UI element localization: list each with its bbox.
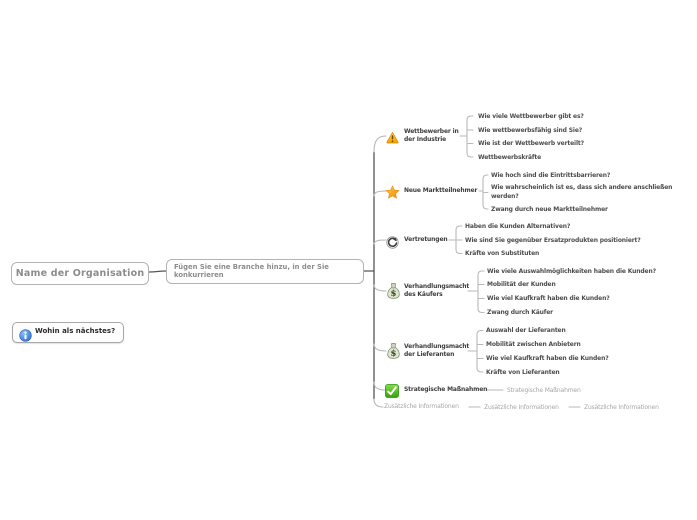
moneybag-icon[interactable]: $ — [387, 343, 400, 363]
child-topic[interactable]: Wie viele Wettbewerber gibt es? — [478, 112, 584, 120]
child-topic[interactable]: Wie viel Kaufkraft haben die Kunden? — [487, 295, 610, 302]
child-topic[interactable]: Wie ist der Wettbewerb verteilt? — [478, 140, 584, 147]
child-topic[interactable]: Wettbewerbskräfte — [478, 153, 542, 161]
branch-competitors[interactable]: Wettbewerber in der Industrie — [404, 127, 459, 144]
child-topic[interactable]: Zwang durch neue Marktteilnehmer — [491, 205, 608, 213]
child-topic[interactable]: Auswahl der Lieferanten — [486, 327, 566, 334]
child-topic[interactable]: Kräfte von Substituten — [465, 250, 540, 257]
moneybag-icon[interactable]: $ — [387, 283, 400, 303]
branch-additional-info[interactable]: Zusätzliche Informationen — [384, 402, 459, 410]
info-icon — [19, 327, 32, 346]
branch-supplier-power[interactable]: Verhandlungsmacht der Lieferanten — [404, 342, 470, 359]
where-next-button[interactable]: Wohin als nächstes? — [12, 322, 124, 343]
root-topic[interactable]: Name der Organisation — [11, 262, 149, 285]
branch-strategic-actions[interactable]: Strategische Maßnahmen — [404, 385, 488, 393]
child-topic[interactable]: Wie wahrscheinlich ist es, dass sich and… — [491, 184, 673, 200]
child-topic[interactable]: Wie hoch sind die Eintrittsbarrieren? — [491, 171, 611, 179]
svg-text:$: $ — [391, 349, 397, 359]
child-topic[interactable]: Haben die Kunden Alternativen? — [465, 222, 571, 230]
child-topic[interactable]: Mobilität zwischen Anbietern — [486, 341, 581, 348]
branch-buyer-power[interactable]: Verhandlungsmacht des Käufers — [404, 282, 470, 299]
industry-prompt-topic[interactable]: Fügen Sie eine Branche hinzu, in der Sie… — [166, 259, 364, 284]
child-topic-placeholder[interactable]: Strategische Maßnahmen — [507, 386, 581, 394]
child-topic-placeholder[interactable]: Zusätzliche Informationen — [584, 403, 659, 411]
refresh-icon[interactable] — [386, 234, 399, 253]
child-topic[interactable]: Wie sind Sie gegenüber Ersatzprodukten p… — [465, 236, 641, 244]
branch-new-entrants[interactable]: Neue Marktteilnehmer — [404, 186, 478, 194]
warning-icon[interactable] — [386, 129, 399, 148]
where-next-label: Wohin als nächstes? — [35, 327, 116, 335]
branch-substitutes[interactable]: Vertretungen — [404, 235, 448, 243]
child-topic[interactable]: Mobilität der Kunden — [487, 281, 556, 288]
child-topic-placeholder[interactable]: Zusätzliche Informationen — [484, 403, 559, 411]
child-topic[interactable]: Zwang durch Käufer — [487, 309, 553, 316]
checkbox-icon[interactable] — [385, 383, 399, 402]
star-icon[interactable] — [385, 184, 400, 203]
child-topic[interactable]: Wie viele Auswahlmöglichkeiten haben die… — [487, 267, 656, 275]
svg-text:$: $ — [391, 289, 397, 299]
child-topic[interactable]: Wie wettbewerbsfähig sind Sie? — [478, 126, 583, 134]
child-topic[interactable]: Kräfte von Lieferanten — [486, 368, 560, 376]
child-topic[interactable]: Wie viel Kaufkraft haben die Kunden? — [486, 355, 609, 362]
